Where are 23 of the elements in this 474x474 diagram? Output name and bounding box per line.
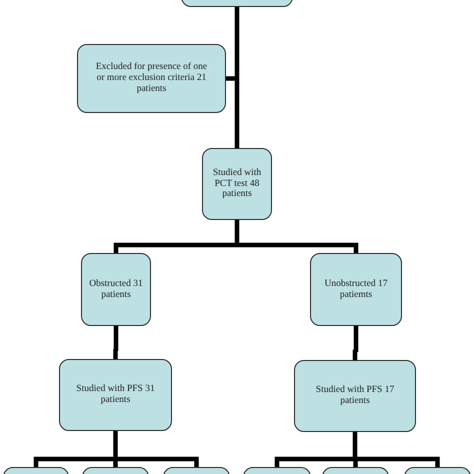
process-box [202,148,272,220]
process-box [59,359,172,431]
box-text: Studied with PCT test 48 patients [212,168,262,200]
box-text: Excluded for presence of one or more exclusion criteria 21 patients [94,62,208,95]
process-box [294,360,416,432]
connector-line [352,432,358,459]
box-text: Obstructed 31 patients [88,278,144,300]
connector-line [234,220,240,245]
process-box [77,44,226,113]
box-text: Unobstructed 17 patiemts [323,278,389,300]
box-text: Studied with PFS 17 patients [314,385,396,407]
connector-line [234,242,358,253]
process-box [81,253,151,326]
connector-line [113,348,118,359]
box-text: Studied with PFS 31 patients [75,384,156,406]
connector-line [234,7,240,78]
connector-line [114,326,118,351]
connector-line [234,78,240,148]
connector-line [354,326,358,352]
connector-line [113,431,118,459]
process-box [310,253,402,326]
connector-line [114,242,240,253]
connector-line [352,350,358,360]
